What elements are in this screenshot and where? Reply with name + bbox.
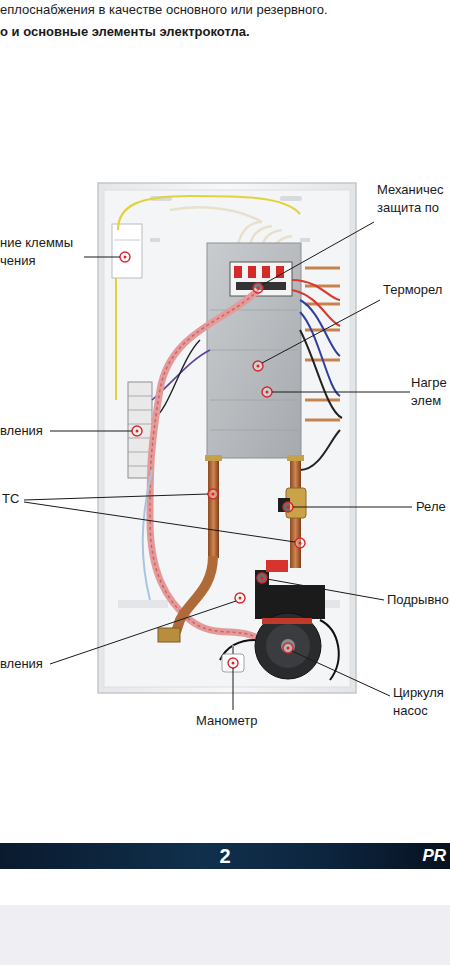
callout-label: Терморел bbox=[383, 281, 442, 299]
section-title: о и основные элементы электрокотла. bbox=[0, 23, 250, 41]
leader-lines bbox=[24, 222, 412, 710]
page-number: 2 bbox=[0, 844, 450, 868]
brand-logo: PR bbox=[422, 846, 446, 866]
callout-label: ние клеммы чения bbox=[0, 234, 80, 270]
page-ground bbox=[0, 905, 450, 965]
callout-label: Манометр bbox=[196, 712, 258, 730]
circulation-pump bbox=[255, 613, 321, 679]
callout-label: Механичес защита по bbox=[377, 181, 449, 217]
callout-label: ТС bbox=[2, 490, 19, 508]
callout-label: вления bbox=[0, 655, 43, 673]
callout-label: Нагре элем bbox=[411, 374, 449, 410]
callout-label: Подрывно bbox=[387, 591, 449, 609]
heating-element bbox=[207, 243, 301, 458]
callout-label: Реле bbox=[416, 498, 446, 516]
callout-label: Циркуля насос bbox=[393, 684, 449, 720]
boiler-housing bbox=[98, 183, 356, 693]
callout-label: еплоснабжения в качестве основного или р… bbox=[0, 1, 328, 19]
callout-label: вления bbox=[0, 422, 43, 440]
footer-band: 2PR bbox=[0, 843, 450, 869]
